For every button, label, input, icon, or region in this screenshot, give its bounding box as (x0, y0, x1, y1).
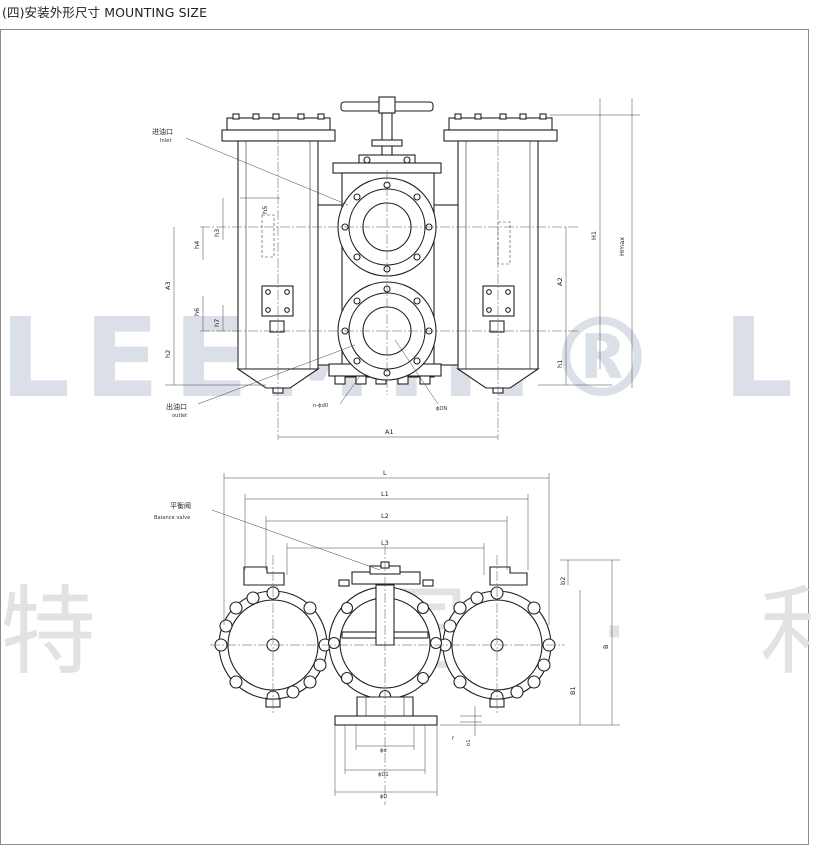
dim-b1: b1 (466, 739, 472, 746)
dim-nd0: n-ϕd0 (313, 403, 328, 409)
right-bolts (454, 113, 547, 120)
balance-valve-label-en: Balance valve (154, 515, 190, 521)
dim-A3: A3 (164, 281, 172, 290)
side-view: 平衡阀 Balance valve L L1 L2 L3 b2 B B1 f b… (154, 469, 620, 805)
dim-h5: h5 (261, 206, 269, 214)
mounting-brackets (243, 566, 528, 586)
dim-B: B (602, 645, 610, 649)
dim-A2: A2 (556, 277, 564, 286)
inlet-label-cn: 进油口 (152, 127, 173, 136)
dim-A1: A1 (385, 428, 394, 436)
dim-L3: L3 (381, 539, 389, 547)
page-title: (四)安装外形尺寸 MOUNTING SIZE (2, 5, 208, 20)
dim-h4: h4 (193, 241, 201, 249)
top-view: 进油口 Inlet 出油口 outlet H1 Hmax A2 h1 A3 h2… (152, 96, 640, 440)
dim-Hmax: Hmax (618, 237, 626, 256)
top-dimension-lines (165, 98, 640, 438)
dim-f: f (452, 736, 454, 742)
inlet-label-en: Inlet (160, 138, 172, 144)
drawing-frame (0, 29, 809, 845)
dim-L: L (383, 469, 387, 477)
dim-b2: b2 (559, 577, 567, 585)
outlet-label-en: outlet (172, 413, 187, 419)
dim-h1: h1 (556, 360, 564, 368)
dim-L1: L1 (381, 490, 389, 498)
dim-d: ϕd (380, 748, 387, 754)
outlet-label-cn: 出油口 (166, 402, 187, 411)
dim-L2: L2 (381, 512, 389, 520)
side-dimension-lines (223, 473, 620, 796)
dim-D1: ϕD1 (378, 772, 389, 778)
left-bolts (232, 113, 325, 120)
centerlines (200, 130, 580, 440)
center-valve-body (317, 172, 459, 385)
dim-D: ϕD (380, 794, 387, 800)
balance-valve-label-cn: 平衡阀 (170, 501, 191, 510)
dim-h2: h2 (164, 350, 172, 358)
dim-h6: h6 (193, 308, 201, 316)
dim-DN: ϕDN (436, 406, 447, 412)
dim-B1: B1 (569, 686, 577, 695)
dim-h3: h3 (213, 229, 221, 237)
dim-h7: h7 (213, 319, 221, 327)
handwheel (332, 96, 442, 174)
dim-H1: H1 (590, 231, 598, 240)
